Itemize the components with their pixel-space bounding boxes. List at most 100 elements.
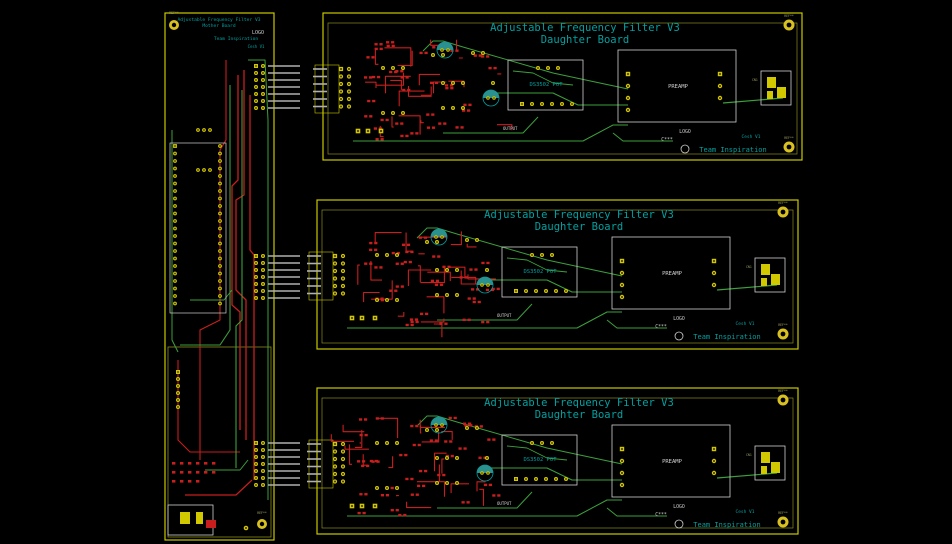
jack-outline <box>760 70 792 106</box>
smd-pad <box>462 422 467 425</box>
pad-drill <box>386 299 388 301</box>
smd-pad <box>212 462 216 465</box>
pad-drill <box>402 67 404 69</box>
pad-drill <box>177 399 179 401</box>
pad-drill <box>621 484 623 486</box>
front-copper-trace <box>406 501 432 509</box>
logo-mark: C*** <box>655 324 667 330</box>
smd-pad <box>469 424 473 427</box>
pad-drill <box>174 227 176 230</box>
front-copper-trace <box>449 266 466 279</box>
pad-drill <box>255 470 257 472</box>
pad-drill <box>219 287 221 290</box>
pad-drill <box>436 482 438 484</box>
smd-pad <box>486 55 490 58</box>
smd-pad <box>206 520 216 528</box>
pad-drill <box>174 160 176 162</box>
front-copper-trace <box>371 280 393 300</box>
smd-pad <box>364 262 368 265</box>
pad-drill <box>627 109 629 111</box>
pad-drill <box>255 290 257 292</box>
smd-pad <box>459 276 463 279</box>
daughter-board-subtitle: Daughter Board <box>535 409 624 421</box>
pad-drill <box>555 290 557 292</box>
jack-outline <box>754 257 786 293</box>
pad-drill <box>255 93 257 95</box>
smd-pad <box>464 276 468 279</box>
smd-pad <box>380 138 384 141</box>
smd-pad <box>410 493 414 496</box>
pad-drill <box>561 103 563 105</box>
smd-pad <box>391 44 395 48</box>
back-copper-trace <box>347 499 622 517</box>
pad-drill <box>441 236 443 238</box>
smd-pad <box>429 439 433 442</box>
pad-drill <box>334 458 336 460</box>
pad-drill <box>174 265 176 267</box>
pad-drill <box>334 480 336 483</box>
front-copper-trace <box>348 444 352 465</box>
pad-drill <box>447 49 449 51</box>
front-copper-trace <box>363 291 380 303</box>
pad-drill <box>621 448 623 450</box>
daughter-board-outline <box>316 199 799 350</box>
pad-drill <box>219 220 221 222</box>
front-copper-trace <box>398 90 425 107</box>
pad-drill <box>535 478 537 480</box>
pad-drill <box>342 473 344 475</box>
smd-pad <box>443 122 447 125</box>
mounting-hole-label: REF** <box>778 389 788 393</box>
smd-pad <box>417 443 421 447</box>
smd-pad <box>402 88 406 92</box>
smd-pad <box>204 462 208 465</box>
pad-drill <box>441 424 443 426</box>
smd-pad <box>491 287 495 291</box>
back-copper-trace <box>422 40 464 52</box>
mother-board-title: Adjustable Frequency Filter V3 <box>178 17 261 23</box>
pad-drill <box>386 487 388 489</box>
pad-drill <box>342 285 344 287</box>
smd-pad <box>374 47 378 51</box>
smd-pad <box>390 508 394 512</box>
pad-drill <box>342 458 344 460</box>
pad-drill <box>525 478 527 480</box>
pad-drill <box>621 284 623 286</box>
pad-drill <box>515 290 517 292</box>
pad-drill <box>262 456 264 458</box>
pad-drill <box>541 442 543 444</box>
front-copper-trace <box>458 57 463 59</box>
pad-drill <box>376 299 378 301</box>
pad-drill <box>174 197 176 200</box>
preamp-module-label: PREAMP <box>662 459 683 465</box>
smd-pad <box>364 433 368 437</box>
smd-pad <box>379 43 383 46</box>
smd-pad <box>444 440 448 443</box>
pad-drill <box>342 262 344 265</box>
pad-drill <box>472 52 474 54</box>
pad-drill <box>432 54 434 56</box>
pad-drill <box>436 429 438 431</box>
pad-drill <box>462 82 464 84</box>
smd-pad <box>395 262 399 265</box>
back-copper-trace <box>482 279 622 293</box>
pad-drill <box>541 254 543 256</box>
smd-pad <box>466 501 470 504</box>
smd-pad <box>410 132 414 135</box>
smd-pad <box>492 438 496 441</box>
smd-pad <box>487 438 491 441</box>
smd-pad <box>386 44 390 48</box>
pad-drill <box>219 235 221 237</box>
pad-drill <box>486 457 488 459</box>
version-label: Cesh V1 <box>742 134 761 140</box>
pot-module-label: DS3502 POT <box>523 269 557 275</box>
capacitor-fill <box>477 277 493 285</box>
smd-pad <box>478 456 482 459</box>
pad-drill <box>255 262 257 264</box>
back-copper-trace <box>716 472 778 479</box>
pad-drill <box>209 169 211 171</box>
smd-pad <box>364 493 368 496</box>
smd-pad <box>486 320 490 324</box>
pad-drill <box>219 190 221 192</box>
smd-pad <box>359 493 363 496</box>
smd-pad <box>188 480 192 483</box>
